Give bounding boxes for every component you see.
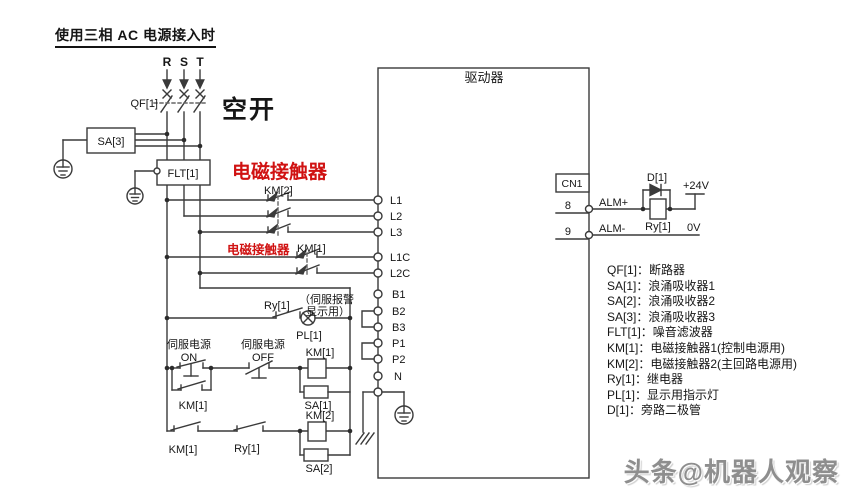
legend-item: KM[1]：电磁接触器1(控制电源用) (607, 340, 786, 355)
terminal-l2c: L2C (390, 268, 410, 280)
legend-item: SA[2]：浪涌吸收器2 (607, 294, 716, 309)
driver-box (377, 67, 590, 479)
legend-item: D[1]：旁路二极管 (607, 403, 702, 418)
junction-dots (164, 131, 673, 434)
earth-ground-icon (126, 187, 144, 205)
legend-item: Ry[1]：继电器 (607, 372, 684, 387)
km1-row3-label: KM[1] (169, 444, 198, 456)
ry1-output-label: Ry[1] (645, 221, 671, 233)
qf1-label: QF[1] (130, 98, 158, 110)
d1-label: D[1] (647, 172, 667, 184)
phase-s-label: S (180, 55, 188, 69)
sa3-label: SA[3] (98, 136, 125, 148)
breaker-annotation: 空开 (222, 96, 277, 124)
ry1-row3-label: Ry[1] (234, 443, 260, 455)
terminal-l2: L2 (390, 211, 402, 223)
control-km2-row (166, 421, 351, 462)
cn1-connector (555, 173, 594, 240)
earth-ground-icon (53, 159, 73, 179)
jumper-p1-p2 (361, 342, 375, 360)
driver-title: 驱动器 (464, 70, 503, 85)
servo-on-label-1: 伺服电源 (167, 337, 211, 351)
legend-item: KM[2]：电磁接触器2(主回路电源用) (607, 356, 798, 371)
sa2-label: SA[2] (306, 463, 333, 475)
cn1-label: CN1 (561, 178, 582, 190)
pin8-label: 8 (565, 200, 571, 212)
terminal-l1c: L1C (390, 252, 410, 264)
legend-item: SA[3]：浪涌吸收器3 (607, 309, 716, 324)
phase-r-line (160, 69, 173, 432)
contactor-km2-contacts (266, 190, 291, 237)
driver-grounding (355, 391, 414, 445)
alarm-lamp-row (166, 307, 351, 326)
alarm-note-line1: （伺服报警 (299, 292, 354, 306)
terminal-p2: P2 (392, 354, 405, 366)
servo-on-label-2: ON (181, 352, 198, 364)
terminal-l1: L1 (390, 195, 402, 207)
legend-item: SA[1]：浪涌吸收器1 (607, 278, 716, 293)
terminal-n: N (394, 371, 402, 383)
terminal-p1: P1 (392, 338, 405, 350)
km1-main-label: KM[1] (297, 243, 326, 255)
watermark-text: 头条@机器人观察 (623, 457, 839, 487)
pin9-label: 9 (565, 226, 571, 238)
alarm-relay-circuit (592, 183, 705, 236)
alarm-note-line2: 显示用） (306, 305, 350, 318)
flt1-label: FLT[1] (168, 168, 199, 180)
alm-plus-label: ALM+ (599, 197, 628, 209)
phase-t-label: T (196, 55, 204, 69)
terminal-l3: L3 (390, 227, 402, 239)
driver-terminals (373, 195, 383, 397)
phase-r-label: R (163, 55, 172, 69)
phase-s-line (177, 69, 190, 217)
terminal-b3: B3 (392, 322, 405, 334)
km2-main-label: KM[2] (264, 185, 293, 197)
legend-item: QF[1]：断路器 (607, 263, 686, 277)
terminal-b1: B1 (392, 289, 405, 301)
control-on-off-row (166, 358, 351, 399)
alm-minus-label: ALM- (599, 223, 626, 235)
component-legend: QF[1]：断路器 SA[1]：浪涌吸收器1 SA[2]：浪涌吸收器2 SA[3… (607, 263, 797, 419)
km1-coil-label: KM[1] (306, 347, 335, 359)
servo-off-label-1: 伺服电源 (241, 337, 285, 351)
surge-absorber-sa3 (62, 127, 201, 161)
terminal-b2: B2 (392, 306, 405, 318)
servo-off-label-2: OFF (252, 352, 274, 364)
km2-coil-label: KM[2] (306, 410, 335, 422)
page-title: 使用三相 AC 电源接入时 (55, 25, 216, 48)
jumper-b2-b3 (361, 310, 375, 328)
legend-item: PL[1]：显示用指示灯 (607, 387, 720, 402)
sa1-label: SA[1] (305, 400, 332, 412)
zero-v-label: 0V (687, 222, 701, 234)
contactor-annotation-control: 电磁接触器 (227, 243, 290, 257)
contactor-annotation-main: 电磁接触器 (232, 162, 328, 183)
km1-hold-label: KM[1] (179, 400, 208, 412)
pl1-label: PL[1] (296, 330, 322, 342)
noise-filter-flt1 (134, 159, 211, 189)
legend-item: FLT[1]：噪音滤波器 (607, 325, 713, 340)
plus24v-label: +24V (683, 180, 710, 192)
contactor-km1-contacts (295, 247, 320, 278)
ry1-row1-label: Ry[1] (264, 300, 290, 312)
